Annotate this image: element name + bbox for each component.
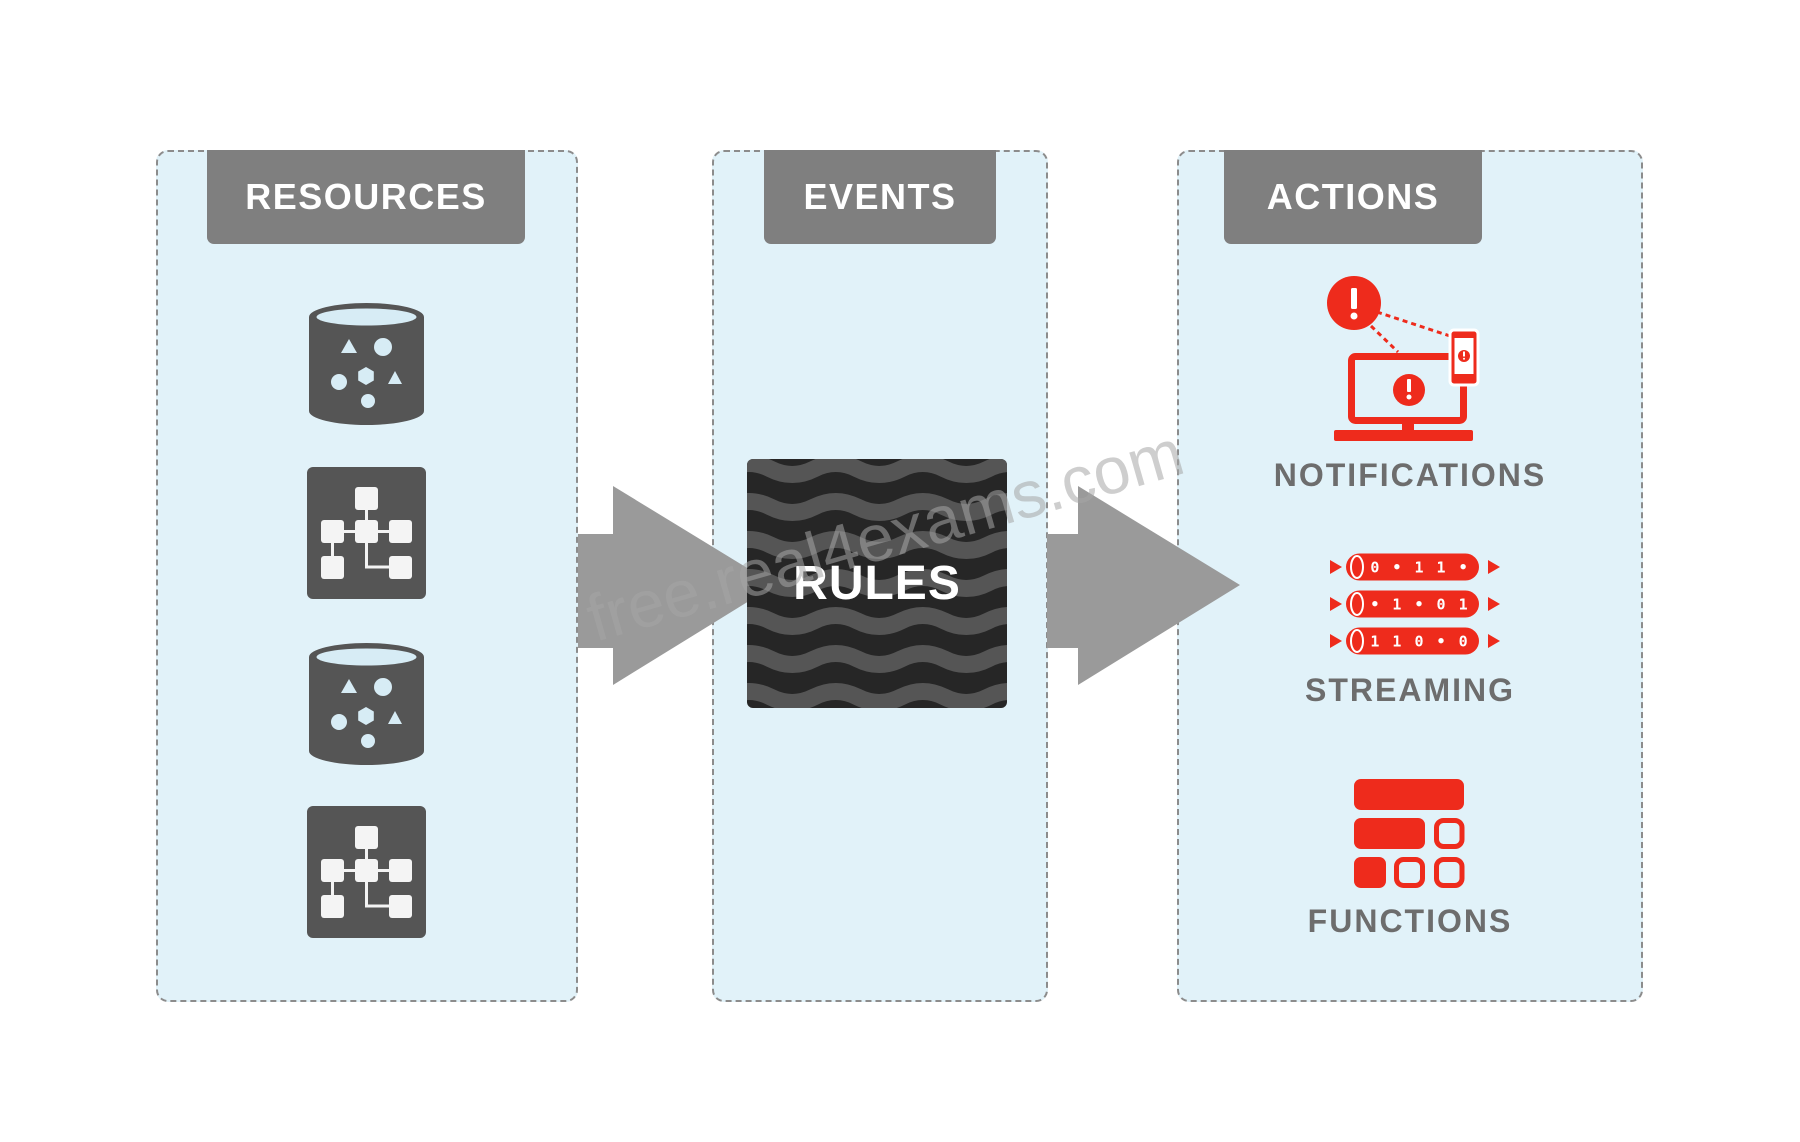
workflow-connectors [331,510,389,569]
workflow-connectors [331,849,389,908]
database-body [309,303,424,425]
rules-label: RULES [793,557,961,610]
stream-row: • 1 • 0 1 [1330,590,1500,618]
actions-title: ACTIONS [1266,176,1440,217]
workflow-icon [307,467,426,599]
stream-row-text: • 1 • 0 1 [1370,596,1469,614]
laptop-alert-icon [1393,374,1425,406]
function-block [1354,818,1425,849]
events-title: EVENTS [803,176,957,217]
streaming-label: STREAMING [1305,672,1515,708]
database-icon [309,303,424,425]
notifications-label: NOTIFICATIONS [1273,457,1547,493]
database-icon [309,643,424,765]
functions-icon [1354,779,1465,888]
stream-row-text: 1 1 0 • 0 [1370,633,1469,651]
alert-icon [1327,276,1381,330]
database-shapes [331,678,402,748]
database-top [316,648,417,666]
function-block-outline [1434,857,1465,888]
phone-icon [1448,328,1480,387]
workflow-nodes [321,826,412,918]
database-shapes [331,338,402,408]
stream-row-text: 0 • 1 1 • [1370,559,1469,577]
functions-label: FUNCTIONS [1307,903,1513,939]
wave-stripe [747,459,1007,483]
database-top [316,308,417,326]
resources-tab: RESOURCES [207,150,525,244]
resources-title: RESOURCES [245,176,487,217]
events-tab: EVENTS [764,150,996,244]
stream-row: 1 1 0 • 0 [1330,627,1500,655]
resources-panel: RESOURCES [156,150,578,1002]
alert-link-lines [1369,310,1451,354]
wave-stripe [747,683,1007,708]
database-body [309,643,424,765]
workflow-icon [307,806,426,938]
function-block [1354,779,1464,810]
stream-row: 0 • 1 1 • [1330,553,1500,581]
streaming-icon: 0 • 1 1 • • 1 • 0 1 1 1 0 • 0 [1330,553,1500,655]
function-block [1354,857,1386,888]
actions-tab: ACTIONS [1224,150,1482,244]
actions-panel: ACTIONS NOTIFICATIONS [1177,150,1643,1002]
function-block-outline [1394,857,1425,888]
workflow-nodes [321,487,412,579]
notifications-icon [1327,276,1480,441]
function-block-outline [1434,818,1465,849]
laptop-icon [1334,353,1473,441]
